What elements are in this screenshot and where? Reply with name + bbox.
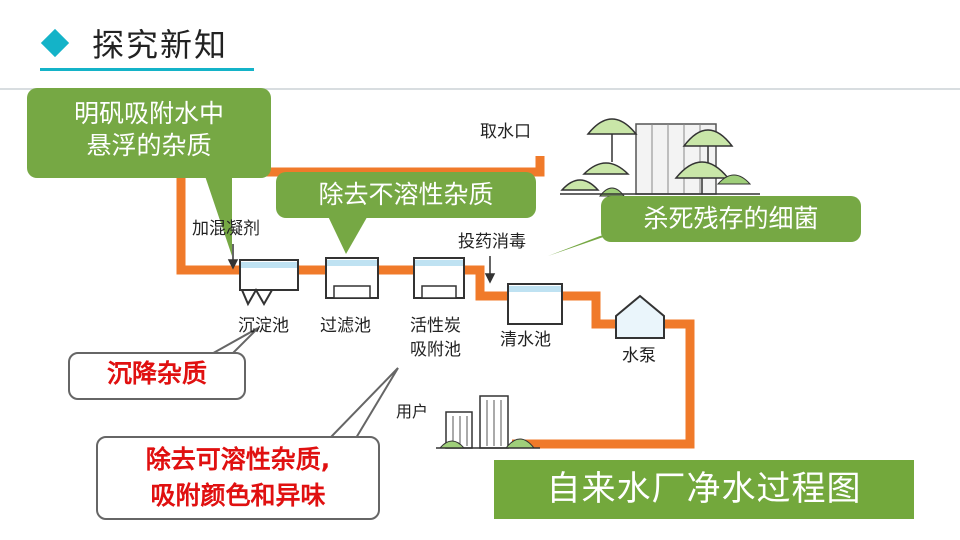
water-pump-label: 水泵: [622, 346, 656, 366]
filter-callout: 除去不溶性杂质: [276, 172, 536, 218]
pump-house: [615, 294, 665, 339]
filter-callout-pointer: [326, 212, 370, 254]
pipe-pump-user: [512, 319, 695, 449]
page-title: 探究新知: [92, 26, 229, 64]
intake-scenery: [560, 118, 760, 197]
title-underline: [40, 68, 254, 71]
page-header: 探究新知: [0, 0, 960, 92]
user-buildings: [436, 395, 540, 449]
add-coagulant-label: 加混凝剂: [192, 219, 260, 239]
carbon-callout-line2: 吸附颜色和异味: [150, 481, 326, 510]
add-disinfectant-label: 投药消毒: [458, 232, 526, 252]
sediment-callout-text: 沉降杂质: [106, 359, 207, 388]
pipe-carbon-clear: [463, 265, 510, 301]
sediment-callout: 沉降杂质: [68, 352, 246, 400]
filter-callout-text: 除去不溶性杂质: [318, 180, 494, 209]
carbon-callout: 除去可溶性杂质, 吸附颜色和异味: [96, 436, 380, 520]
header-divider: [0, 88, 960, 90]
carbon-adsorption-tank: [413, 257, 465, 299]
disinfect-callout-pointer: [548, 232, 618, 256]
diagram-caption: 自来水厂净水过程图: [494, 460, 914, 519]
filter-tank-label: 过滤池: [320, 316, 371, 336]
alum-callout-line1: 明矾吸附水中: [73, 99, 224, 128]
carbon-callout-line1: 除去可溶性杂质,: [145, 445, 331, 474]
alum-callout-line2: 悬浮的杂质: [86, 131, 212, 160]
alum-callout: 明矾吸附水中 悬浮的杂质: [27, 88, 271, 178]
clear-water-tank-label: 清水池: [500, 330, 551, 350]
alum-callout-pointer: [205, 176, 232, 256]
sedimentation-tank: [239, 259, 299, 307]
clear-water-tank: [507, 283, 563, 325]
carbon-tank-label-2: 吸附池: [410, 340, 461, 360]
user-label: 用户: [396, 402, 429, 421]
disinfect-callout: 杀死残存的细菌: [601, 196, 861, 242]
water-intake-label: 取水口: [480, 122, 531, 142]
pipe-clear-pump: [560, 291, 618, 329]
sedimentation-tank-label: 沉淀池: [238, 316, 289, 336]
green-callout-pointers: [205, 176, 618, 256]
filter-tank: [325, 257, 379, 299]
carbon-callout-pointer: [327, 367, 399, 439]
carbon-tank-label-1: 活性炭: [410, 316, 461, 336]
disinfect-callout-text: 杀死残存的细菌: [643, 204, 819, 233]
dosing-arrows: [227, 244, 496, 284]
